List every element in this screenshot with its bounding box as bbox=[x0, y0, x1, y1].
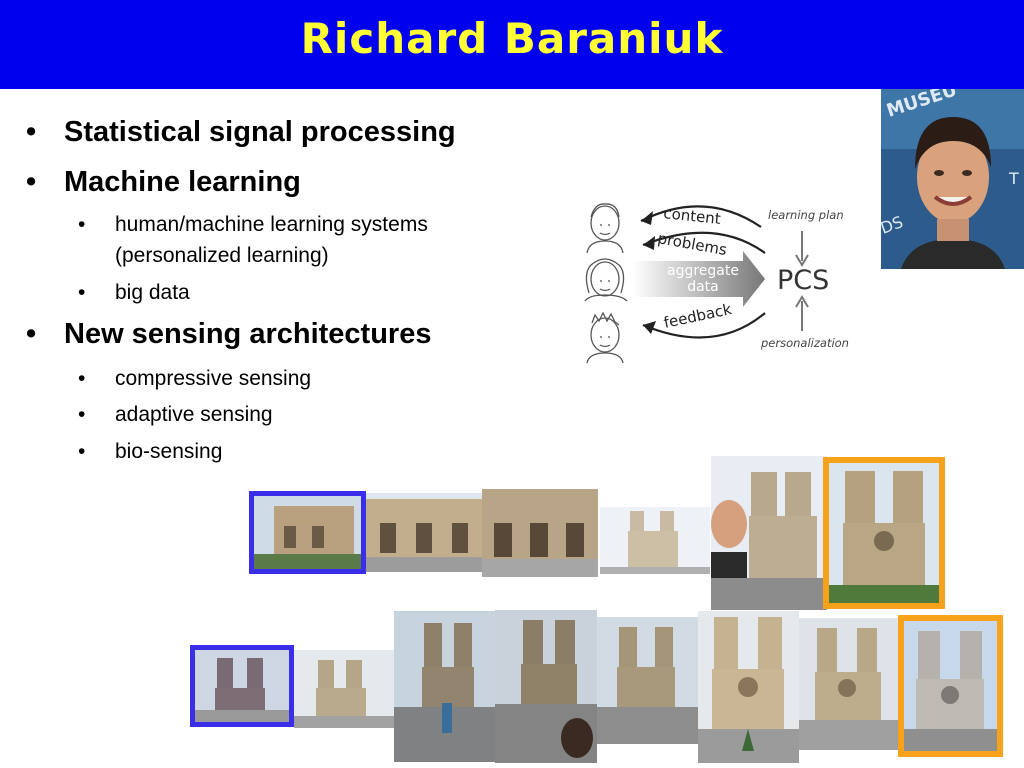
svg-text:T: T bbox=[1008, 169, 1019, 188]
notre-dame-photo bbox=[600, 507, 710, 574]
notre-dame-photo bbox=[482, 489, 598, 577]
bullet-text: compressive sensing bbox=[115, 367, 312, 390]
notre-dame-photo bbox=[898, 615, 1003, 757]
notre-dame-photo bbox=[597, 617, 698, 744]
aggregate-arrow bbox=[633, 251, 765, 307]
bullet-marker: • bbox=[26, 116, 37, 148]
bullet-text: bio-sensing bbox=[115, 440, 223, 463]
slide-title: Richard Baraniuk bbox=[300, 14, 724, 63]
bullet-text: adaptive sensing bbox=[115, 403, 273, 426]
pcs-diagram: content problems aggregate data PCS feed… bbox=[575, 195, 855, 370]
student-head-icon bbox=[584, 258, 628, 302]
notre-dame-photo bbox=[495, 610, 597, 763]
data-label: data bbox=[687, 279, 719, 295]
bullet-marker: • bbox=[78, 440, 86, 463]
bullet-text: Machine learning bbox=[64, 166, 301, 198]
bullet-marker: • bbox=[26, 318, 37, 350]
notre-dame-photo bbox=[294, 650, 394, 728]
bullet-marker: • bbox=[26, 166, 37, 198]
title-bar bbox=[0, 0, 1024, 89]
portrait-photo: MUSEU DS T bbox=[881, 89, 1024, 269]
notre-dame-photo bbox=[698, 611, 799, 763]
bullet-marker: • bbox=[78, 213, 86, 236]
notre-dame-photo bbox=[366, 493, 482, 572]
notre-dame-photo bbox=[394, 611, 495, 762]
student-head-icon bbox=[586, 311, 624, 364]
problems-arrow bbox=[642, 231, 766, 254]
learning-plan-label: learning plan bbox=[768, 208, 844, 222]
selfie-photo bbox=[711, 456, 827, 610]
personalization-label: personalization bbox=[760, 336, 849, 350]
bullet-text: (personalized learning) bbox=[115, 244, 329, 267]
notre-dame-photo bbox=[249, 491, 366, 574]
notre-dame-photo bbox=[190, 645, 294, 727]
content-arrow bbox=[640, 205, 762, 228]
notre-dame-photo bbox=[823, 457, 945, 609]
content-label: content bbox=[663, 204, 722, 228]
bullet-marker: • bbox=[78, 403, 86, 426]
bullet-marker: • bbox=[78, 367, 86, 390]
aggregate-label: aggregate bbox=[667, 263, 739, 279]
bullet-text: Statistical signal processing bbox=[64, 116, 456, 148]
bullet-text: human/machine learning systems bbox=[115, 213, 428, 236]
bullet-text: big data bbox=[115, 281, 190, 304]
bullet-marker: • bbox=[78, 281, 86, 304]
feedback-label: feedback bbox=[662, 300, 733, 332]
notre-dame-photo bbox=[799, 618, 900, 750]
bullet-text: New sensing architectures bbox=[64, 318, 432, 350]
student-head-icon bbox=[586, 203, 624, 254]
feedback-arrow bbox=[642, 312, 766, 339]
pcs-label: PCS bbox=[777, 265, 829, 296]
